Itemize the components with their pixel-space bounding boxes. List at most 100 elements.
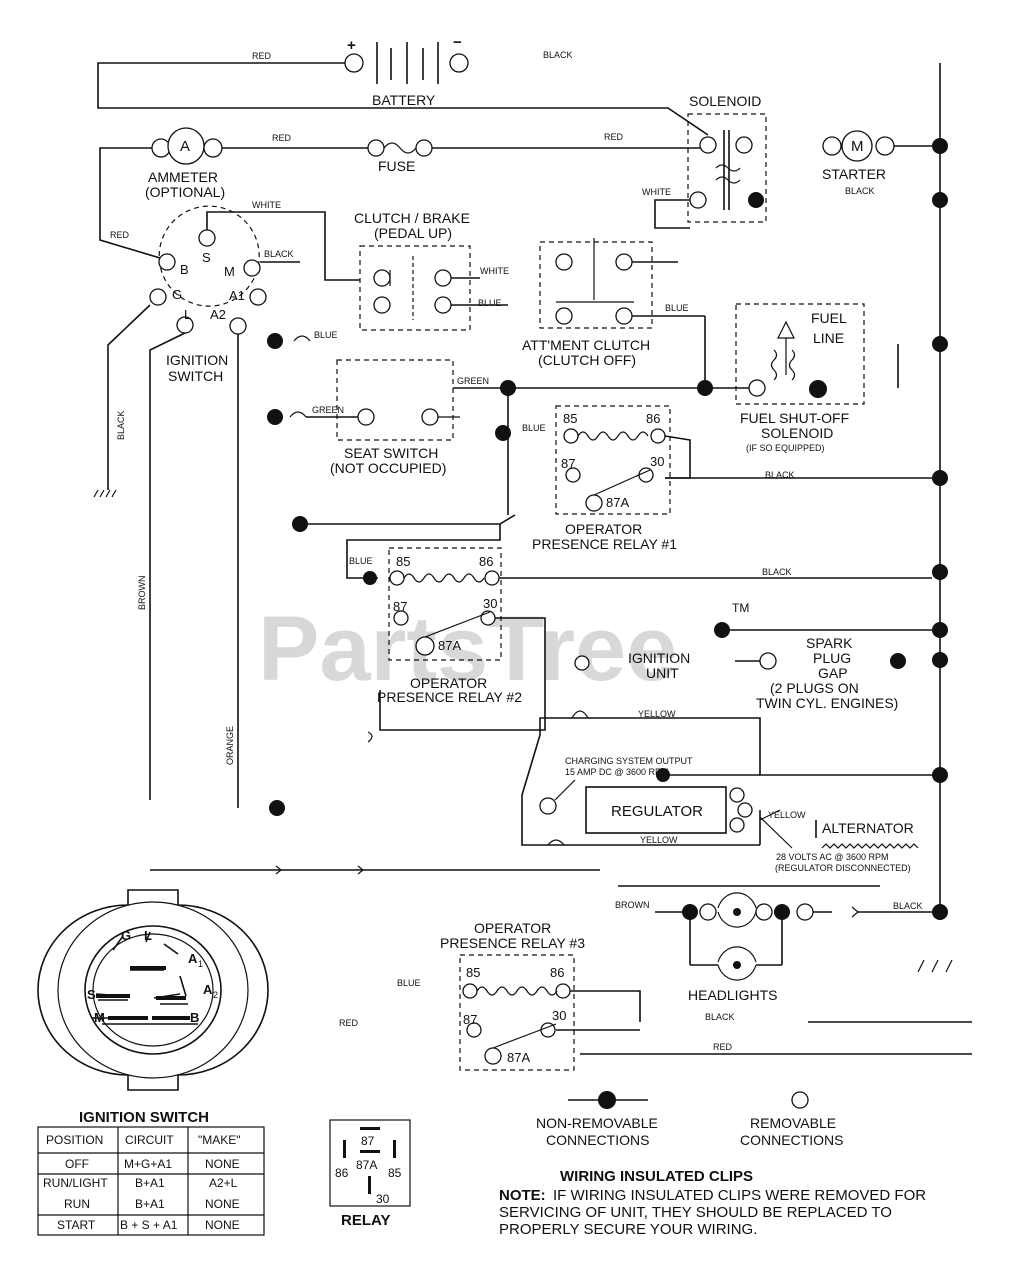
ground-node [932, 470, 948, 486]
wire-label-black-relay1: BLACK [765, 470, 795, 480]
ground-node [932, 564, 948, 580]
spark-label-4: (2 PLUGS ON [770, 680, 859, 696]
wire-label-blue-left: BLUE [314, 330, 338, 340]
ignition-table: POSITION CIRCUIT "MAKE" OFF M+G+A1 NONE … [37, 1126, 265, 1236]
wire-label-white-clutch: WHITE [480, 266, 509, 276]
attachment-clutch-switch: ATT'MENT CLUTCH (CLUTCH OFF) [522, 238, 653, 368]
junction-blue [495, 425, 511, 441]
relay1-label-1: OPERATOR [565, 521, 642, 537]
relay1-pin-87: 87 [561, 456, 575, 471]
ign-pin-s: S [202, 250, 211, 265]
face-pin-l: L [144, 928, 152, 943]
ground-node [932, 622, 948, 638]
wire-label-red-relay3: RED [339, 1018, 359, 1028]
relay1-pin-30: 30 [650, 454, 664, 469]
ground-node [932, 336, 948, 352]
ignition-unit-label-2: UNIT [646, 665, 679, 681]
spark-plug-terminal [759, 652, 777, 670]
ign-pin-l: L [184, 307, 191, 322]
wire-label-green-main: GREEN [457, 376, 489, 386]
watermark: PartsTree [258, 598, 677, 700]
note-line-3: PROPERLY SECURE YOUR WIRING. [499, 1221, 757, 1238]
battery: + − BATTERY [344, 34, 469, 108]
face-pin-a1: A [188, 951, 198, 966]
battery-label: BATTERY [372, 92, 436, 108]
connection-left [292, 516, 308, 532]
ignition-switch-label-1: IGNITION [166, 352, 228, 368]
wire-label-black-ground: BLACK [116, 410, 126, 440]
face-pin-a2: A [203, 982, 213, 997]
connection-legend: NON-REMOVABLE CONNECTIONS REMOVABLE CONN… [536, 1091, 843, 1148]
note-line-2: SERVICING OF UNIT, THEY SHOULD BE REPLAC… [499, 1204, 892, 1221]
clutch-brake-switch: CLUTCH / BRAKE (PEDAL UP) [354, 210, 471, 331]
regulator-label: REGULATOR [611, 803, 703, 820]
spark-label-5: TWIN CYL. ENGINES) [756, 695, 898, 711]
relay2-pin-30: 30 [483, 596, 497, 611]
spark-plug-node [890, 653, 906, 669]
clutch-brake-label: CLUTCH / BRAKE [354, 210, 470, 226]
junction-blue-relay2 [363, 571, 377, 585]
relay1-pin-87a: 87A [606, 495, 629, 510]
wire-label-blue-relay3: BLUE [397, 978, 421, 988]
table-cell: RUN [64, 1197, 90, 1211]
face-pin-a1-sub: 1 [198, 959, 203, 969]
charging-label-1: CHARGING SYSTEM OUTPUT [565, 756, 693, 766]
note-label: NOTE: [499, 1187, 546, 1204]
solenoid-label: SOLENOID [689, 93, 761, 109]
face-pin-g: G [121, 928, 131, 943]
table-cell: M+G+A1 [124, 1157, 172, 1171]
wire-label-yellow-top: YELLOW [638, 709, 676, 719]
fuel-shutoff-solenoid: FUEL LINE FUEL SHUT-OFF SOLENOID (IF SO … [735, 303, 865, 453]
table-cell: RUN/LIGHT [43, 1176, 108, 1190]
battery-minus: − [453, 34, 462, 51]
table-cell: NONE [205, 1218, 240, 1232]
seat-switch-label-1: SEAT SWITCH [344, 445, 438, 461]
relay3-pin-87: 87 [463, 1012, 477, 1027]
relay2-pin-85: 85 [396, 554, 410, 569]
relay3-pin-87a: 87A [507, 1050, 530, 1065]
wire-label-black-battery: BLACK [543, 50, 573, 60]
table-cell: NONE [205, 1197, 240, 1211]
relay3-label-1: OPERATOR [474, 920, 551, 936]
operator-presence-relay-3: 85 86 87 30 87A OPERATOR PRESENCE RELAY … [440, 920, 585, 1071]
face-pin-a2-sub: 2 [213, 990, 218, 1000]
legend-non-removable-2: CONNECTIONS [546, 1132, 649, 1148]
wire-label-red-bottom: RED [713, 1042, 733, 1052]
regulator: REGULATOR [585, 786, 727, 834]
face-pin-m: M [94, 1010, 105, 1025]
relay2-pin-87a: 87A [438, 638, 461, 653]
attm-clutch-label: ATT'MENT CLUTCH [522, 337, 650, 353]
ignition-unit-terminal [574, 655, 590, 671]
ammeter-label: AMMETER [148, 169, 218, 185]
table-header-position: POSITION [46, 1133, 103, 1147]
relay-legend: 87 87A 86 85 30 RELAY [329, 1119, 411, 1229]
spark-label-3: GAP [818, 665, 848, 681]
wire-label-yellow-bottom: YELLOW [640, 835, 678, 845]
attm-clutch-note: (CLUTCH OFF) [538, 352, 636, 368]
wire-label-brown-headlights: BROWN [615, 900, 650, 910]
wire-label-red-battery: RED [252, 51, 272, 61]
headlights: HEADLIGHTS [688, 892, 777, 1003]
wiring-note: WIRING INSULATED CLIPS NOTE: IF WIRING I… [499, 1168, 926, 1238]
ign-pin-a2: A2 [210, 307, 226, 322]
starter-label: STARTER [822, 166, 886, 182]
table-cell: B+A1 [135, 1176, 165, 1190]
wire-label-black-relay2: BLACK [762, 567, 792, 577]
fuel-line-label-2: LINE [813, 330, 844, 346]
table-cell: OFF [65, 1157, 89, 1171]
spark-label-2: PLUG [813, 650, 851, 666]
ignition-table-title: IGNITION SWITCH [79, 1109, 209, 1126]
wire-label-white-ignition: WHITE [252, 200, 281, 210]
wire-label-red-solenoid: RED [604, 132, 624, 142]
battery-plus: + [347, 37, 356, 54]
relay2-pin-87: 87 [393, 599, 407, 614]
table-header-make: "MAKE" [198, 1133, 241, 1147]
table-header-circuit: CIRCUIT [125, 1133, 174, 1147]
wire-label-blue-relay1: BLUE [522, 423, 546, 433]
starter: M STARTER BLACK [822, 130, 948, 196]
ammeter-note: (OPTIONAL) [145, 184, 225, 200]
relay-legend-87: 87 [361, 1134, 375, 1148]
headlight-node-right [774, 904, 790, 920]
face-pin-s: S [87, 987, 96, 1002]
alt-volts-label-2: (REGULATOR DISCONNECTED) [775, 863, 911, 873]
